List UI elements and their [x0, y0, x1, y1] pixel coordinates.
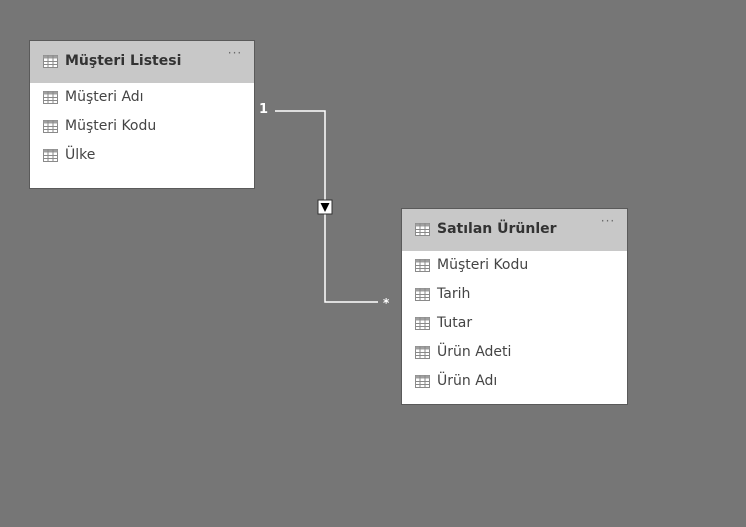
table-header[interactable]: Satılan Ürünler ··· [402, 209, 627, 251]
field-row[interactable]: Tarih [402, 281, 627, 310]
table-card-satilan-urunler[interactable]: Satılan Ürünler ··· Müşteri Kodu [401, 208, 628, 405]
column-icon [415, 317, 430, 330]
table-title: Satılan Ürünler [437, 221, 557, 237]
cardinality-one-label: 1 [259, 102, 269, 117]
field-row[interactable]: Müşteri Kodu [30, 113, 254, 142]
field-row[interactable]: Müşteri Kodu [402, 252, 627, 281]
field-list: Müşteri Kodu Tarih [402, 251, 627, 397]
column-icon [415, 375, 430, 388]
column-icon [415, 346, 430, 359]
field-label: Tutar [437, 315, 473, 331]
column-icon [415, 259, 430, 272]
arrow-down-icon [317, 199, 333, 215]
field-row[interactable]: Ülke [30, 142, 254, 171]
field-row[interactable]: Müşteri Adı [30, 84, 254, 113]
field-label: Ürün Adı [437, 373, 498, 389]
cardinality-many-label: * [383, 296, 390, 310]
column-icon [415, 288, 430, 301]
field-row[interactable]: Ürün Adeti [402, 339, 627, 368]
column-icon [43, 149, 58, 162]
field-row[interactable]: Tutar [402, 310, 627, 339]
table-title: Müşteri Listesi [65, 53, 182, 69]
table-card-musteri-listesi[interactable]: Müşteri Listesi ··· Müşteri Adı [29, 40, 255, 189]
field-row[interactable]: Ürün Adı [402, 368, 627, 397]
field-list: Müşteri Adı Müşteri Kodu [30, 83, 254, 171]
field-label: Ürün Adeti [437, 344, 512, 360]
field-label: Tarih [437, 286, 471, 302]
field-label: Müşteri Adı [65, 89, 144, 105]
table-icon [43, 55, 58, 68]
field-label: Müşteri Kodu [65, 118, 157, 134]
table-icon [415, 223, 430, 236]
field-label: Müşteri Kodu [437, 257, 529, 273]
column-icon [43, 120, 58, 133]
more-options-button[interactable]: ··· [227, 46, 243, 60]
more-options-button[interactable]: ··· [600, 214, 616, 228]
field-label: Ülke [65, 147, 96, 163]
column-icon [43, 91, 58, 104]
table-header[interactable]: Müşteri Listesi ··· [30, 41, 254, 83]
